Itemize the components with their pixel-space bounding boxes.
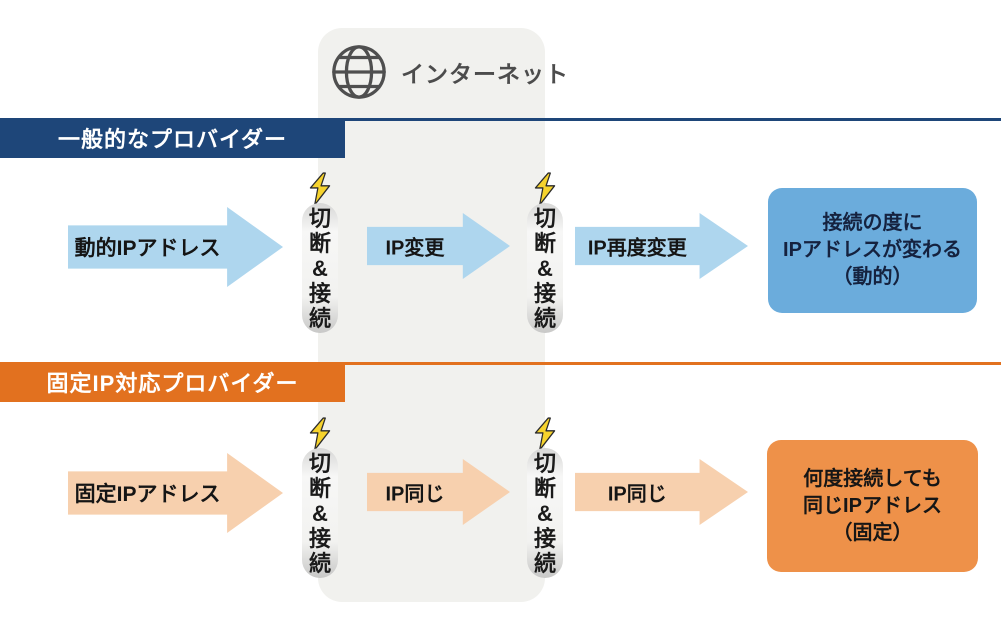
lightning-icon <box>309 417 331 451</box>
internet-backbone-panel <box>318 28 545 602</box>
general-disconnect-pill-1: 切 断 & 接 続 <box>302 203 338 333</box>
internet-label: インターネット <box>401 61 569 87</box>
fixed-mid-arrow-2-label: IP同じ <box>607 483 667 506</box>
internet-header: インターネット <box>330 43 569 101</box>
general-mid-arrow-1-label: IP変更 <box>385 237 445 260</box>
general-disconnect-pill-2: 切 断 & 接 続 <box>527 203 563 333</box>
general-disconnect-pill-2-label: 切 断 & 接 続 <box>533 205 556 331</box>
fixed-disconnect-pill-1-label: 切 断 & 接 続 <box>308 450 331 576</box>
fixed-mid-arrow-1-label: IP同じ <box>385 483 445 506</box>
globe-icon <box>332 45 386 99</box>
general-mid-arrow-2-label: IP再度変更 <box>587 237 687 260</box>
general-result-text: 接続の度に IPアドレスが変わる （動的） <box>783 212 962 288</box>
fixed-disconnect-pill-2-label: 切 断 & 接 続 <box>533 450 556 576</box>
fixed-mid-arrow-2: IP同じ <box>575 459 748 525</box>
general-section-rule <box>0 118 1001 121</box>
general-mid-arrow-2: IP再度変更 <box>575 213 748 279</box>
general-result-box: 接続の度に IPアドレスが変わる （動的） <box>768 188 977 313</box>
lightning-icon <box>534 172 556 206</box>
fixed-section-header: 固定IP対応プロバイダー <box>0 362 345 402</box>
general-disconnect-pill-1-label: 切 断 & 接 続 <box>308 205 331 331</box>
fixed-result-text: 何度接続しても 同じIPアドレス （固定） <box>803 467 942 544</box>
fixed-start-arrow: 固定IPアドレス <box>68 453 283 533</box>
fixed-section-header-label: 固定IP対応プロバイダー <box>46 371 299 396</box>
fixed-start-arrow-label: 固定IPアドレス <box>74 483 221 506</box>
fixed-disconnect-pill-2: 切 断 & 接 続 <box>527 448 563 578</box>
fixed-section-rule <box>0 362 1001 365</box>
fixed-result-box: 何度接続しても 同じIPアドレス （固定） <box>767 440 978 572</box>
lightning-icon <box>534 417 556 451</box>
lightning-icon <box>309 172 331 206</box>
fixed-disconnect-pill-1: 切 断 & 接 続 <box>302 448 338 578</box>
general-start-arrow-label: 動的IPアドレス <box>74 237 221 260</box>
general-section-header-label: 一般的なプロバイダー <box>57 127 288 152</box>
general-start-arrow: 動的IPアドレス <box>68 207 283 287</box>
general-section-header: 一般的なプロバイダー <box>0 118 345 158</box>
